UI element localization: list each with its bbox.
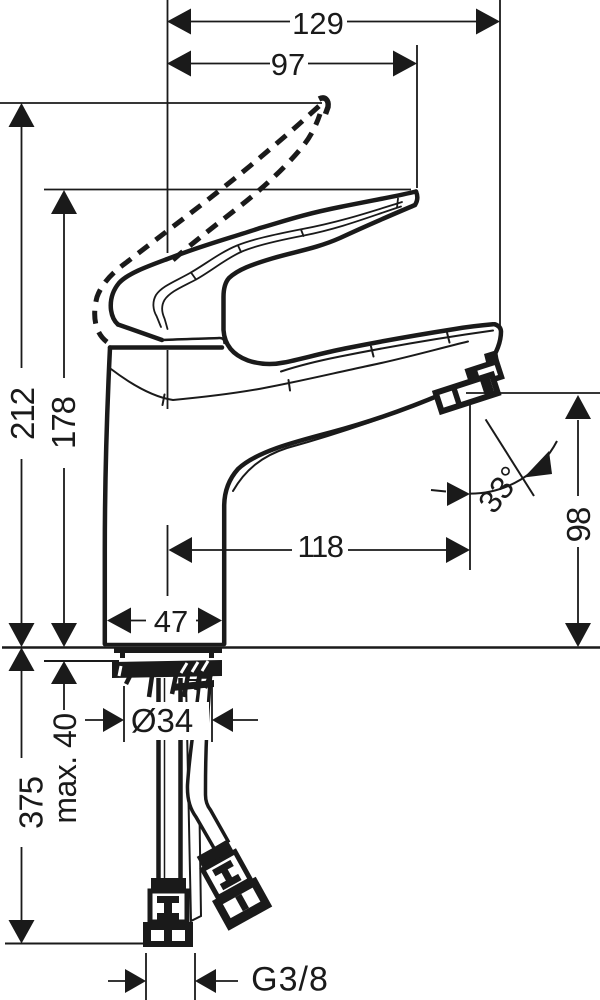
svg-text:Ø34: Ø34	[131, 702, 193, 739]
svg-text:98: 98	[560, 508, 597, 543]
svg-text:G3/8: G3/8	[251, 961, 329, 999]
svg-text:129: 129	[292, 6, 344, 41]
svg-text:178: 178	[45, 397, 82, 449]
svg-text:47: 47	[154, 604, 188, 639]
svg-text:375: 375	[13, 777, 50, 829]
svg-text:118: 118	[298, 529, 343, 564]
svg-text:max. 40: max. 40	[47, 713, 83, 823]
svg-text:212: 212	[4, 388, 41, 440]
svg-text:97: 97	[271, 47, 305, 82]
